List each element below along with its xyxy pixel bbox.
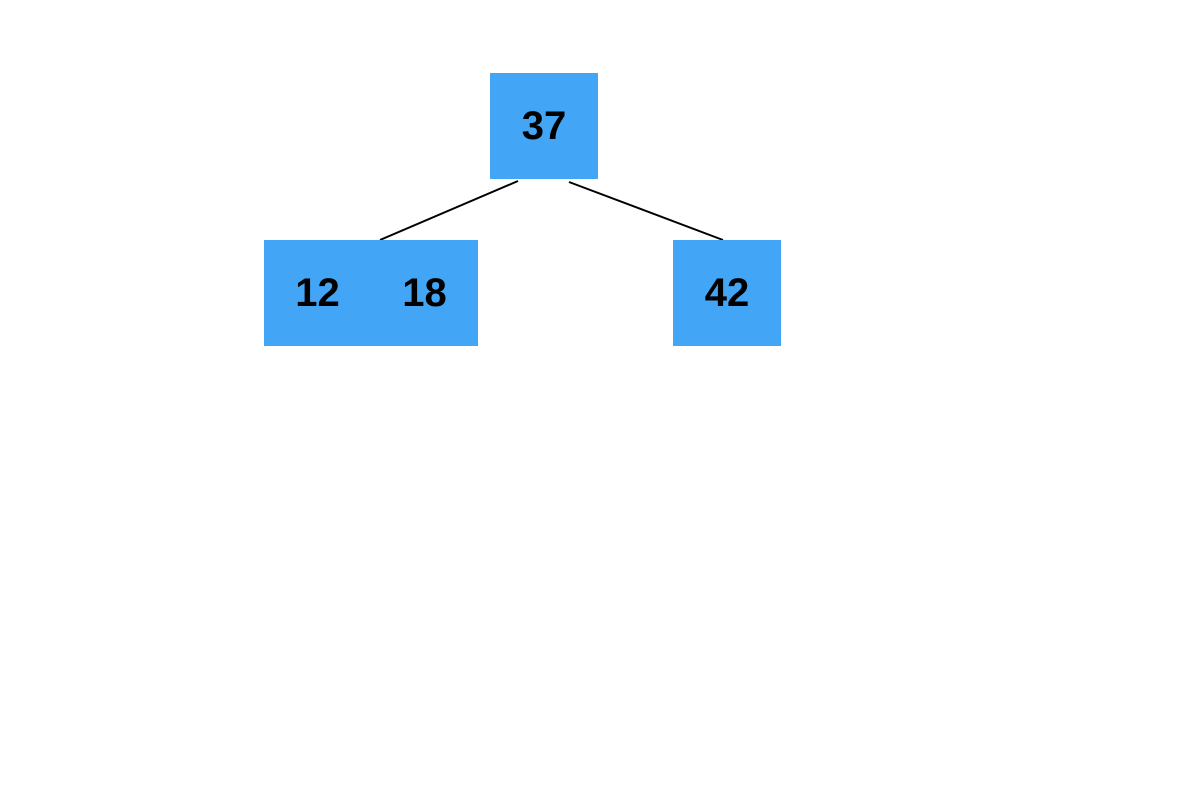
node-key: 18	[402, 271, 447, 315]
btree-node-left-child: 12 18	[264, 240, 478, 346]
node-key: 37	[521, 104, 567, 148]
tree-edge-root-to-left-child	[379, 180, 519, 241]
btree-node-right-child: 42	[673, 240, 781, 346]
tree-edge-root-to-right-child	[568, 181, 724, 241]
node-key: 42	[704, 271, 750, 315]
node-key: 12	[295, 271, 340, 315]
btree-node-root: 37	[490, 73, 598, 179]
